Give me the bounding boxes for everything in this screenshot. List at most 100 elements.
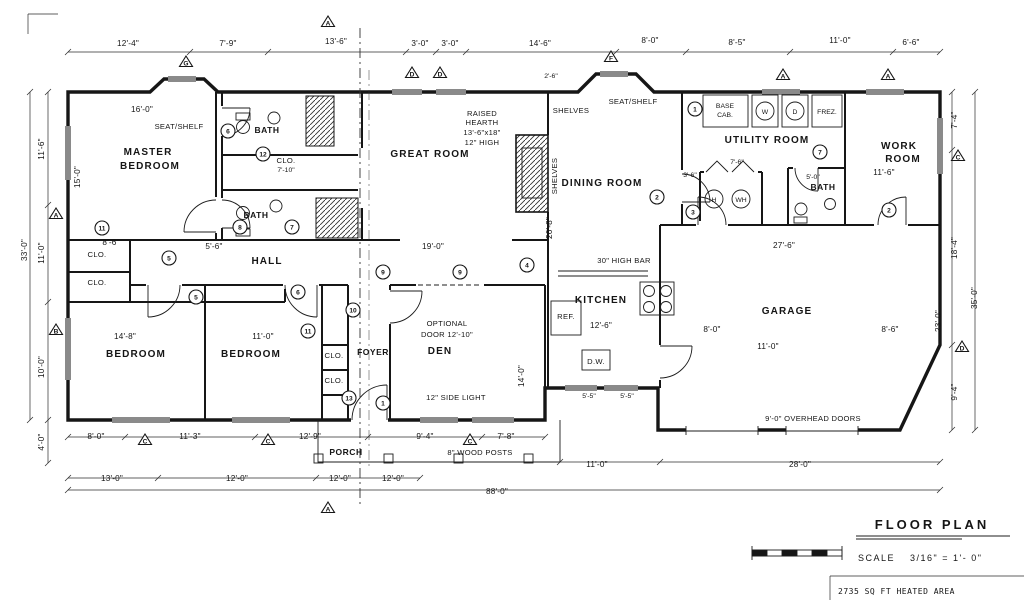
ref-circle-number: 9 <box>381 270 385 277</box>
ref-circle <box>220 123 236 139</box>
dimension-label: 15'-0" <box>73 166 82 188</box>
annotation-label: OPTIONAL <box>427 319 468 328</box>
ref-circle-number: 7 <box>818 150 822 157</box>
annotation-label: SEAT/SHELF <box>609 97 658 106</box>
section-marker-triangle <box>178 54 194 68</box>
section-marker-letter: A <box>886 73 891 80</box>
graphic-scale-bar <box>751 546 843 560</box>
dimension-label: 8'-0" <box>87 432 104 441</box>
dimension-label: 12'-9" <box>299 432 321 441</box>
annotation-label: 5'-0" <box>806 174 820 181</box>
dimension-label: 7'-9" <box>219 39 236 48</box>
ref-circle-number: 2 <box>655 195 659 202</box>
windows <box>65 71 943 423</box>
dimension-label: 8'-0" <box>703 325 720 334</box>
dimension-label: 11'-6" <box>37 138 46 159</box>
annotation-label: DOOR 12'-10" <box>421 330 473 339</box>
overhead-doors <box>685 425 859 435</box>
dimension-label: 27'-6" <box>773 241 795 250</box>
ref-circle-number: 1 <box>381 401 385 408</box>
ref-circle <box>685 204 701 220</box>
dimension-label: 12'-6" <box>590 321 612 330</box>
ref-circle-number: 6 <box>296 290 300 297</box>
title-block: FLOOR PLAN SCALE 3/16" = 1'- 0" 2735 SQ … <box>751 517 1024 600</box>
dimension-label: 35'-0" <box>970 287 979 309</box>
ref-circle-number: 6 <box>226 129 230 136</box>
ref-circle <box>812 144 828 160</box>
door-swings <box>147 107 907 421</box>
room-label: DEN <box>428 346 452 357</box>
dimension-label: 3'-0" <box>411 39 428 48</box>
annotation-label: RAISED <box>467 109 497 118</box>
annotation-label: 5'-5" <box>582 393 596 400</box>
room-label: GREAT ROOM <box>390 149 469 160</box>
ref-circle-number: 11 <box>99 226 106 233</box>
section-marker-triangle <box>48 206 64 220</box>
section-marker-triangle <box>954 339 970 353</box>
ref-circle <box>345 302 361 318</box>
bifold-doors <box>705 160 755 173</box>
ref-circle-number: 5 <box>194 295 198 302</box>
drawing-title: FLOOR PLAN <box>875 517 990 532</box>
section-marker-triangle <box>260 432 276 446</box>
section-marker-triangle <box>462 432 478 446</box>
ref-circle-number: 11 <box>305 329 312 336</box>
dimension-label: 8'-6" <box>102 238 119 247</box>
section-marker-letter: G <box>183 60 188 67</box>
dimension-label: 14'-6" <box>529 39 551 48</box>
ref-circle <box>94 220 110 236</box>
section-marker-triangle <box>320 14 336 28</box>
ref-circle-number: 4 <box>525 263 529 270</box>
ref-circle <box>232 219 248 235</box>
room-label: ROOM <box>885 154 921 165</box>
room-label: DINING ROOM <box>562 178 643 189</box>
annotation-label: 5'-5" <box>620 393 634 400</box>
annotation-label: 2'-6" <box>544 73 558 80</box>
porch-posts <box>313 453 534 464</box>
room-label: BEDROOM <box>221 349 281 360</box>
dimension-label: 8'-5" <box>728 38 745 47</box>
dimension-label: 5'-6" <box>205 242 222 251</box>
heated-area-note: 2735 SQ FT HEATED AREA <box>838 587 955 596</box>
ref-circle <box>375 395 391 411</box>
scale-value: 3/16" = 1'- 0" <box>910 553 982 563</box>
porch-outline <box>317 420 561 463</box>
room-label: MASTER <box>124 147 173 158</box>
dimension-label: 33'-0" <box>20 239 29 261</box>
bath-fixtures <box>235 95 836 239</box>
ref-circle-number: 5 <box>167 256 171 263</box>
dimension-label: 11'-3" <box>179 432 200 441</box>
annotation-label: H <box>712 197 717 204</box>
dimension-label: 11'-0" <box>586 460 607 469</box>
dimension-label: 4'-0" <box>37 433 46 450</box>
room-label: WORK <box>881 141 917 152</box>
dimension-label: 8'-6" <box>881 325 898 334</box>
dimension-label: 11'-0" <box>757 342 778 351</box>
room-label: BEDROOM <box>106 349 166 360</box>
dimension-label: 23'-0" <box>934 310 943 332</box>
ref-circle-number: 13 <box>345 396 353 403</box>
annotation-label: 8" WOOD POSTS <box>447 448 512 457</box>
room-label: GARAGE <box>762 306 813 317</box>
annotation-label: 3'-6" <box>683 172 697 179</box>
annotation-label: CLO. <box>277 156 296 165</box>
section-marker-letter: D <box>960 345 965 352</box>
section-marker-triangle <box>432 65 448 79</box>
dimension-label: 28'-0" <box>789 460 811 469</box>
annotation-label: 9'-0" OVERHEAD DOORS <box>765 414 861 423</box>
ref-circle <box>284 219 300 235</box>
room-label: KITCHEN <box>575 295 627 306</box>
ref-circle <box>341 390 357 406</box>
dimension-label: 11'-0" <box>37 242 46 263</box>
ref-circle <box>881 202 897 218</box>
section-marker-letter: C <box>468 438 473 445</box>
room-label: BEDROOM <box>120 161 180 172</box>
annotation-label: 7'-10" <box>277 167 295 174</box>
section-marker-triangle <box>603 49 619 63</box>
dimension-label: 14'-0" <box>517 365 526 387</box>
section-marker-letter: A <box>54 212 59 219</box>
